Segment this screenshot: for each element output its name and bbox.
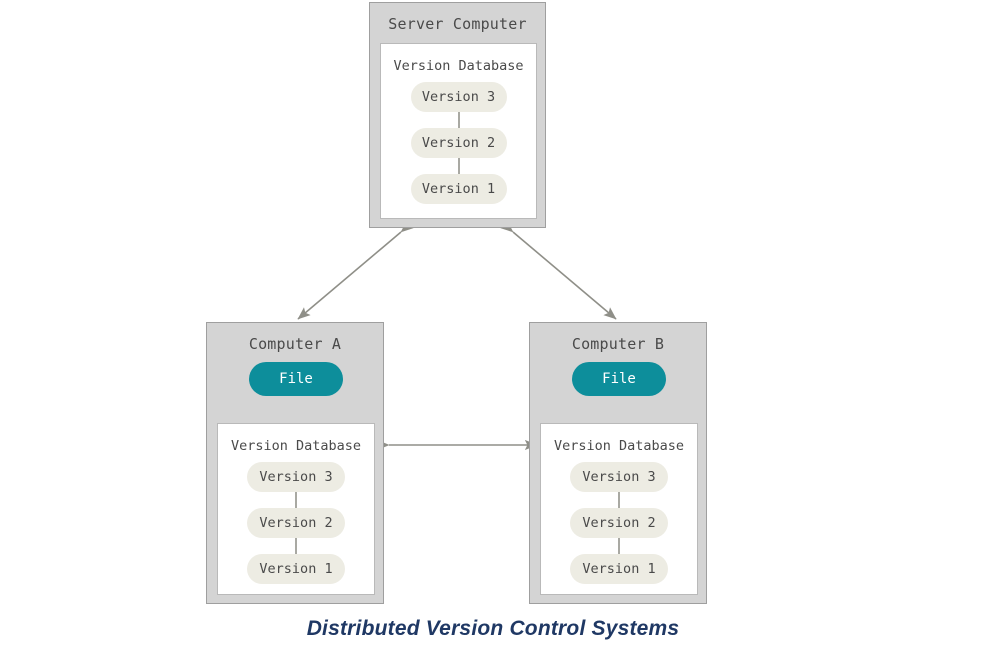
- computer-a-version-database-title: Version Database: [230, 438, 362, 454]
- computer-b-version-database-box: Version Database Version 3 Version 2 Ver…: [540, 423, 698, 595]
- server-version-connector-3-2: [457, 112, 460, 128]
- computer-a-file-pill[interactable]: File: [249, 362, 343, 396]
- computer-a-version-connector-2-1: [295, 538, 297, 554]
- diagram-caption: Distributed Version Control Systems: [306, 617, 680, 640]
- computer-b-version-connector-3-2: [618, 492, 620, 508]
- computer-b-version-pill-3[interactable]: Version 3: [570, 462, 668, 492]
- server-version-pill-3[interactable]: Version 3: [410, 82, 507, 112]
- server-version-connector-2-1: [457, 158, 460, 174]
- computer-a-version-pill-1[interactable]: Version 1: [247, 554, 345, 584]
- computer-b-version-pill-1[interactable]: Version 1: [570, 554, 668, 584]
- server-version-database-box: Version Database Version 3 Version 2 Ver…: [380, 43, 537, 219]
- computer-a-version-pill-3[interactable]: Version 3: [247, 462, 345, 492]
- server-version-stack: Version 3 Version 2 Version 1: [381, 82, 536, 204]
- computer-b-version-pill-2[interactable]: Version 2: [570, 508, 668, 538]
- computer-a-panel: Computer A File Version Database Version…: [206, 322, 384, 604]
- server-computer-panel: Server Computer Version Database Version…: [369, 2, 546, 228]
- computer-a-version-database-box: Version Database Version 3 Version 2 Ver…: [217, 423, 375, 595]
- computer-a-version-pill-2[interactable]: Version 2: [247, 508, 345, 538]
- computer-b-file-pill[interactable]: File: [572, 362, 666, 396]
- server-version-pill-2[interactable]: Version 2: [410, 128, 507, 158]
- computer-a-version-connector-3-2: [295, 492, 297, 508]
- server-computer-title: Server Computer: [388, 15, 527, 33]
- computer-a-version-stack: Version 3 Version 2 Version 1: [218, 462, 374, 584]
- computer-a-title: Computer A: [248, 335, 342, 353]
- computer-b-version-connector-2-1: [618, 538, 620, 554]
- arrow-server-to-computer-b: [500, 220, 617, 320]
- server-version-database-title: Version Database: [393, 58, 524, 74]
- computer-b-panel: Computer B File Version Database Version…: [529, 322, 707, 604]
- computer-b-version-stack: Version 3 Version 2 Version 1: [541, 462, 697, 584]
- computer-b-title: Computer B: [571, 335, 665, 353]
- computer-b-version-database-title: Version Database: [553, 438, 685, 454]
- server-version-pill-1[interactable]: Version 1: [410, 174, 507, 204]
- arrow-server-to-computer-a: [297, 220, 414, 320]
